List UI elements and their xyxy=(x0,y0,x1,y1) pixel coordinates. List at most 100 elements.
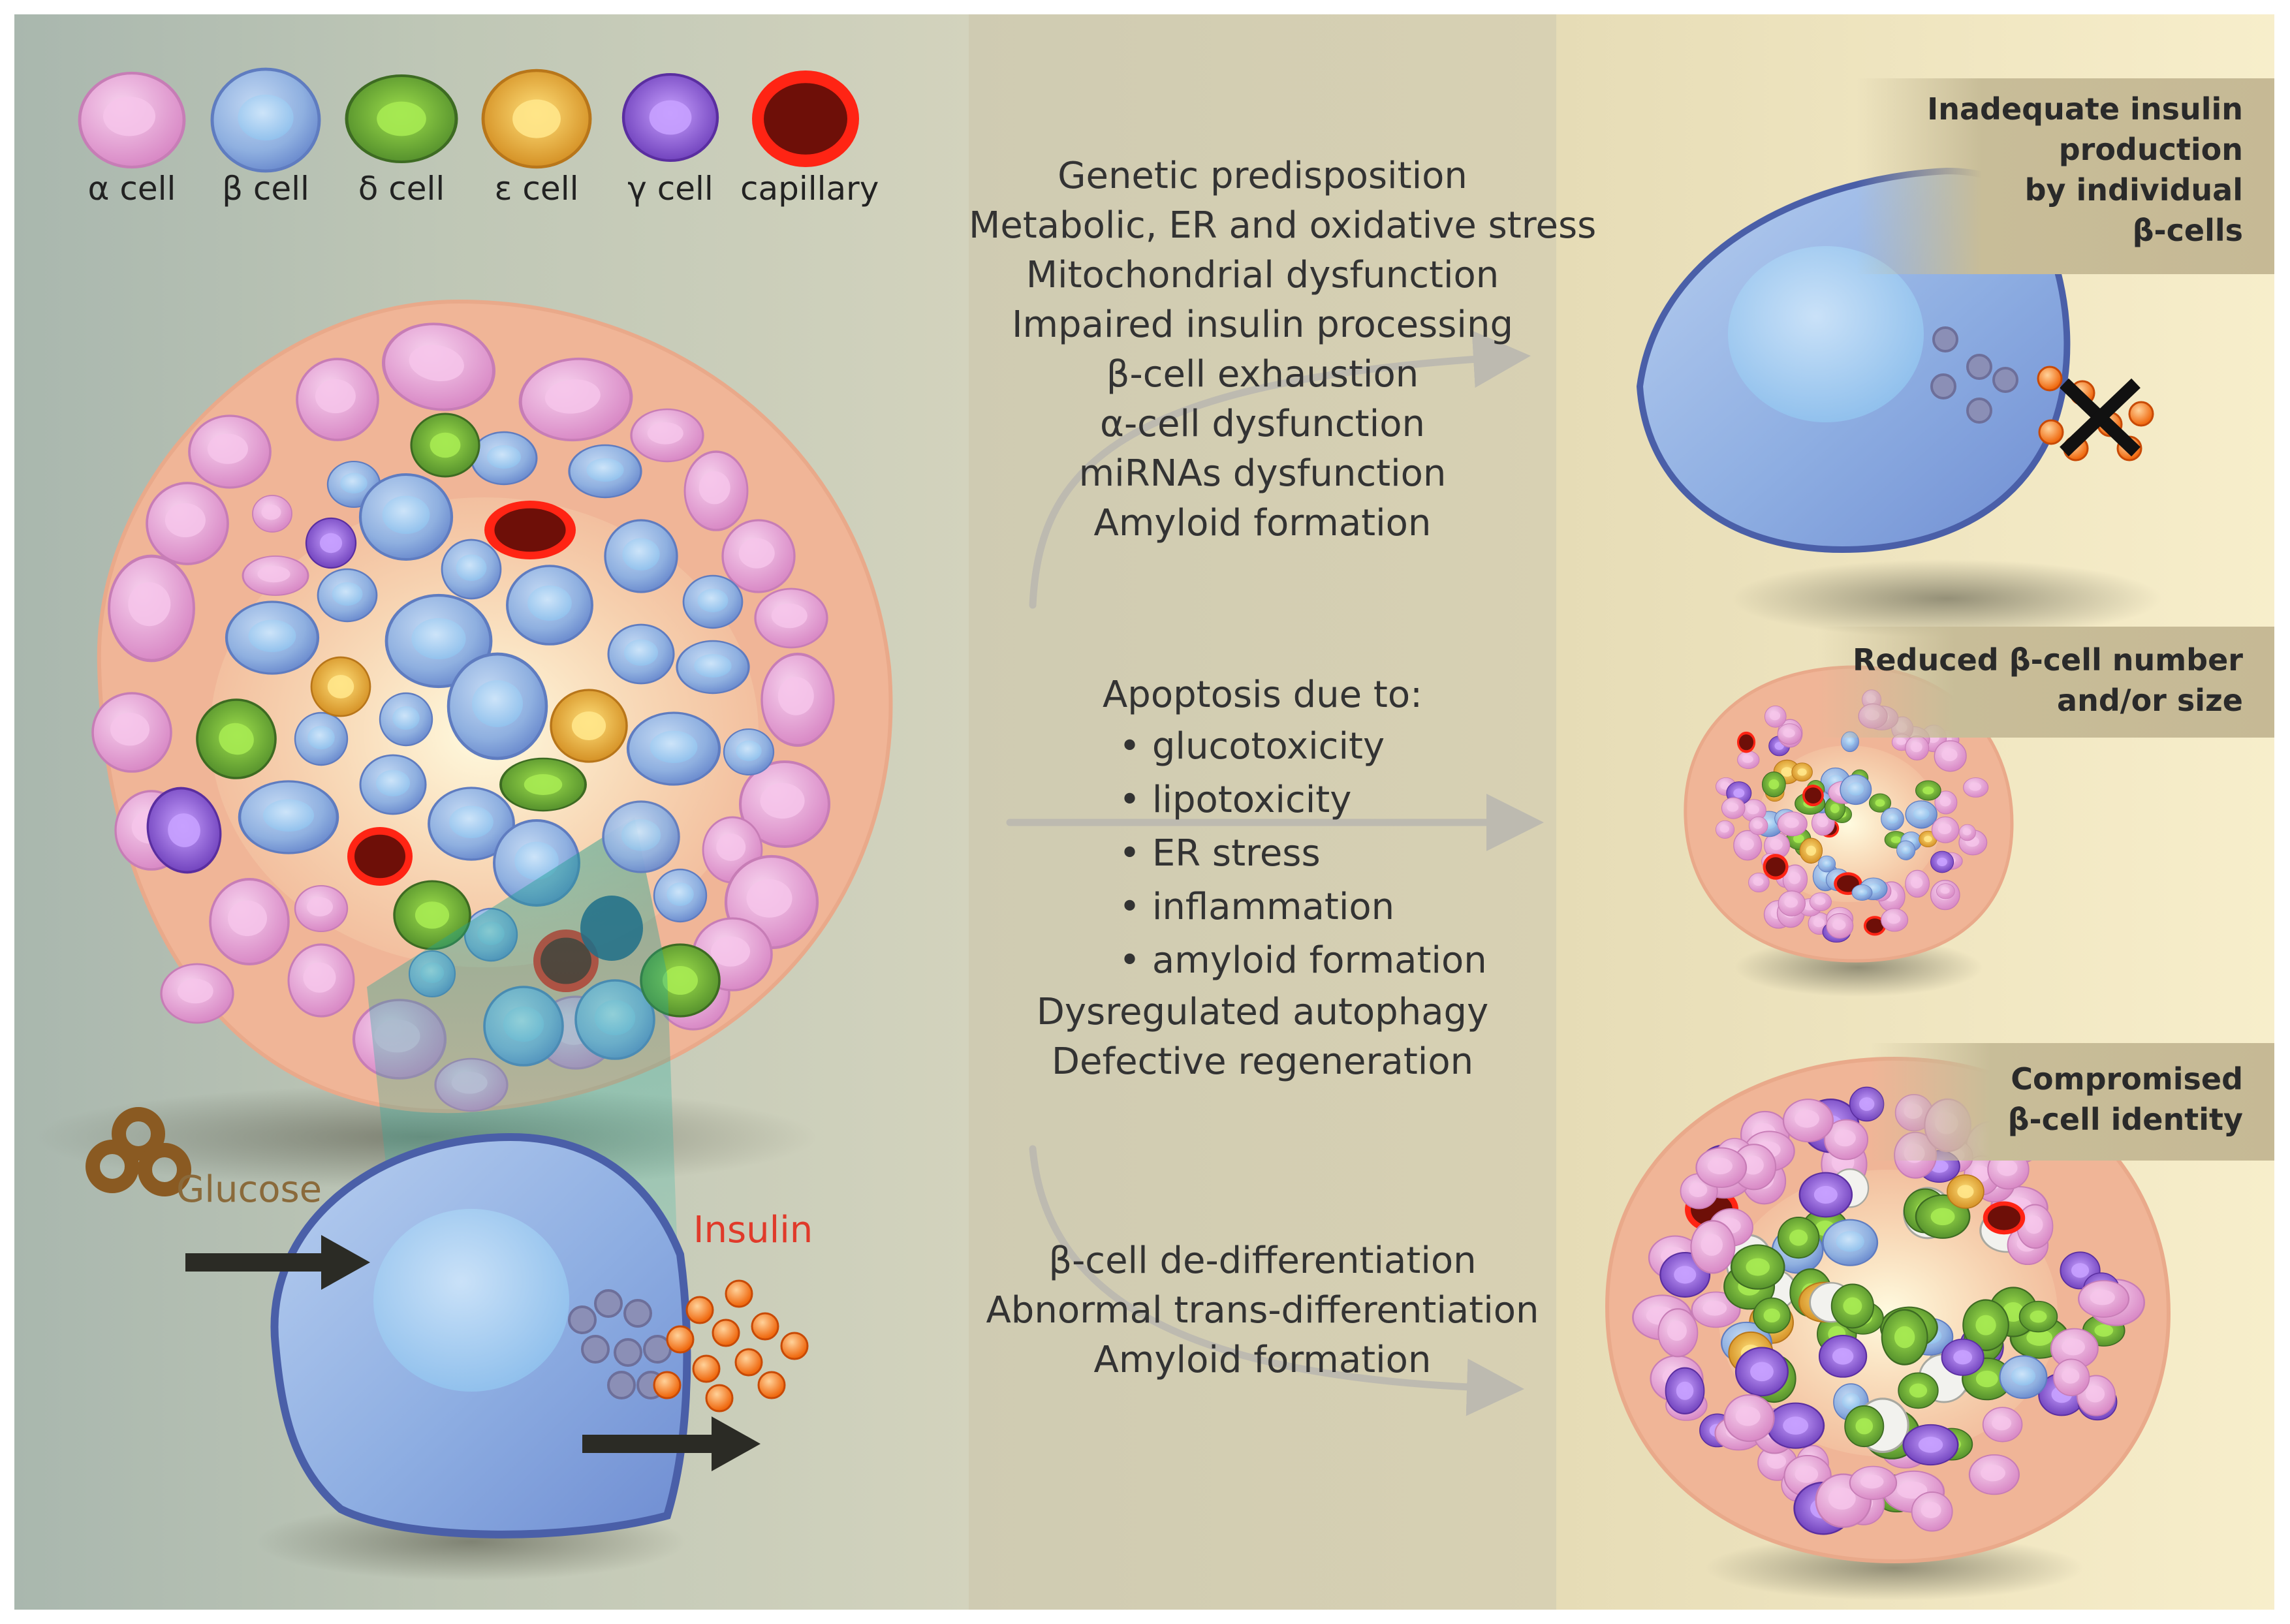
delta-cell xyxy=(411,414,479,476)
insulin-granules xyxy=(653,1279,809,1413)
alpha-cell xyxy=(161,964,233,1023)
eps-cell xyxy=(1947,1175,1984,1208)
arrow-to-cell-identity xyxy=(1029,1145,1524,1416)
alpha-cell xyxy=(243,556,308,595)
legend-label-beta: β cell xyxy=(222,170,309,208)
apoptosis-item: • amyloid formation xyxy=(1119,939,1487,982)
outcome-banner-cell-identity: Compromised β-cell identity xyxy=(1870,1043,2274,1161)
beta-cell xyxy=(1840,775,1871,804)
legend-gamma-cell xyxy=(623,74,717,161)
dysfunction-causes: Genetic predisposition Metabolic, ER and… xyxy=(969,151,1596,548)
legend-label-epsilon: ε cell xyxy=(494,170,579,208)
eps-cell xyxy=(551,690,627,762)
legend-beta-cell xyxy=(212,69,319,171)
beta-cell xyxy=(318,569,377,621)
beta-cell xyxy=(448,654,546,758)
alpha-cell xyxy=(1778,724,1802,745)
alpha-cell xyxy=(210,879,289,964)
apoptosis-heading: Apoptosis due to: xyxy=(1103,674,1422,716)
cap-cell xyxy=(484,501,576,559)
beta-cell xyxy=(471,432,537,484)
alpha-cell xyxy=(2078,1281,2129,1317)
alpha-cell xyxy=(1721,798,1745,819)
beta-cell xyxy=(227,602,318,674)
eps-cell xyxy=(1792,763,1813,781)
beta-cell xyxy=(360,475,452,559)
cause-item: miRNAs dysfunction xyxy=(1078,452,1447,495)
beta-cell xyxy=(628,713,719,785)
cause-item: Impaired insulin processing xyxy=(1011,304,1513,346)
delta-cell xyxy=(1832,1284,1874,1328)
identity-causes: β-cell de-differentiation Abnormal trans… xyxy=(969,1236,1556,1385)
arrow-to-insulin-production xyxy=(1029,330,1531,609)
delta-cell xyxy=(1845,1406,1883,1446)
apoptosis-item: • inflammation xyxy=(1119,886,1395,928)
identity-cause-item: β-cell de-differentiation xyxy=(1048,1240,1477,1282)
cause-item: Mitochondrial dysfunction xyxy=(1026,254,1499,296)
delta-cell xyxy=(1778,1217,1819,1258)
cap-cell xyxy=(347,827,413,886)
delta-cell xyxy=(1762,772,1785,797)
apoptosis-item: • lipotoxicity xyxy=(1119,779,1352,821)
beta-cell xyxy=(240,781,337,853)
banner-line: Inadequate insulin xyxy=(1927,91,2243,127)
legend-label-capillary: capillary xyxy=(740,170,879,208)
alpha-cell xyxy=(1749,817,1768,835)
glucose-arrow xyxy=(185,1235,370,1290)
beta-cell xyxy=(683,576,742,628)
alpha-cell xyxy=(685,452,747,530)
gam-cell xyxy=(1819,1335,1866,1377)
beta-cell xyxy=(608,625,674,683)
beta-cell xyxy=(654,869,706,922)
legend xyxy=(80,69,859,171)
alpha-cell xyxy=(1932,817,1958,843)
cap-cell xyxy=(1736,731,1756,753)
alpha-cell xyxy=(1810,893,1831,911)
cap-cell xyxy=(1983,1201,2026,1235)
cause-item: Amyloid formation xyxy=(1093,502,1432,544)
apoptosis-tail-item: Defective regeneration xyxy=(1051,1040,1474,1083)
alpha-cell xyxy=(1969,1455,2019,1495)
alpha-cell xyxy=(147,483,228,564)
alpha-cell xyxy=(1778,812,1807,836)
alpha-cell xyxy=(755,589,827,648)
alpha-cell xyxy=(1936,884,1954,899)
illustration xyxy=(34,14,2171,1601)
gam-cell xyxy=(1736,1348,1788,1396)
beta-cell xyxy=(295,713,347,765)
legend-capillary xyxy=(752,70,859,167)
banner-line: Reduced β-cell number xyxy=(1853,642,2243,678)
alpha-cell xyxy=(1658,1309,1697,1356)
beta-cell xyxy=(724,729,774,775)
legend-alpha-cell xyxy=(80,73,184,167)
alpha-cell xyxy=(1691,1221,1734,1273)
alpha-cell xyxy=(1716,820,1734,838)
alpha-cell xyxy=(253,495,292,532)
alpha-cell xyxy=(189,416,270,488)
alpha-cell xyxy=(297,359,378,440)
blocked-secretion-icon xyxy=(2060,378,2141,457)
banner-line: production xyxy=(2058,132,2243,167)
outcome-banner-insulin-production: Inadequate insulin production by individ… xyxy=(1857,78,2274,274)
cause-item: β-cell exhaustion xyxy=(1106,353,1419,396)
insulin-label: Insulin xyxy=(693,1209,813,1251)
banner-line: β-cells xyxy=(2132,213,2243,248)
banner-line: Compromised xyxy=(2011,1061,2243,1097)
alpha-cell xyxy=(1765,706,1786,727)
alpha-cell xyxy=(1850,1466,1896,1499)
apoptosis-item: • glucotoxicity xyxy=(1119,725,1385,768)
insulin-arrow xyxy=(582,1416,761,1471)
legend-label-gamma: γ cell xyxy=(627,170,714,208)
delta-cell xyxy=(2020,1302,2058,1332)
alpha-cell xyxy=(1912,1492,1953,1531)
cap-cell xyxy=(1763,854,1789,880)
beta-cell xyxy=(2000,1356,2047,1398)
delta-cell xyxy=(1898,1373,1938,1408)
delta-cell xyxy=(1731,1245,1784,1288)
beta-cell xyxy=(507,566,592,644)
beta-cell xyxy=(442,540,501,599)
alpha-cell xyxy=(1783,1099,1833,1142)
alpha-cell xyxy=(1778,891,1805,916)
alpha-cell xyxy=(93,693,171,772)
legend-label-alpha: α cell xyxy=(87,170,176,208)
